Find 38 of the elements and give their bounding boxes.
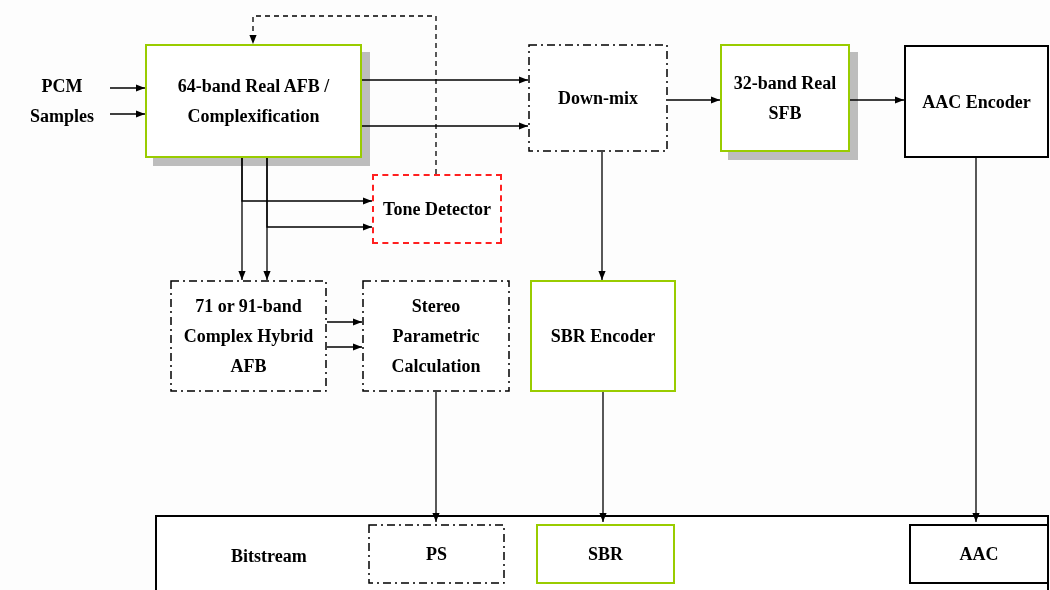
bitstream-field-box	[536, 524, 675, 584]
arrow	[263, 157, 271, 281]
arrow	[849, 96, 905, 104]
box-label: AAC Encoder	[921, 90, 1032, 114]
box-label: SBR Encoder	[549, 325, 657, 348]
arrow	[667, 96, 721, 104]
box-label: 32-band Real SFB	[732, 72, 838, 125]
arrow	[598, 151, 606, 281]
arrow	[361, 122, 529, 130]
arrow	[326, 343, 363, 351]
detector-box	[372, 174, 502, 244]
bitstream-band	[155, 515, 1049, 590]
arrow	[109, 110, 146, 118]
process-box	[170, 280, 327, 392]
process-box	[528, 44, 668, 152]
box-label: SBR	[587, 543, 624, 566]
process-box	[904, 45, 1049, 158]
arrow	[972, 157, 980, 523]
box-label: 71 or 91-band Complex Hybrid AFB	[182, 295, 315, 378]
box-label: PS	[425, 543, 448, 566]
process-box	[362, 280, 510, 392]
box-label: Stereo Parametric Calculation	[390, 295, 482, 378]
process-box	[530, 280, 676, 392]
arrow	[109, 84, 146, 92]
arrow	[326, 318, 363, 326]
bitstream-field-box	[909, 524, 1049, 584]
arrow	[238, 157, 246, 281]
arrow	[361, 76, 529, 84]
box-label: AAC	[958, 543, 1000, 566]
arrow	[599, 391, 607, 523]
band-label: Bitstream	[230, 545, 308, 568]
box-label: PCM Samples	[29, 75, 95, 128]
arrow	[249, 15, 437, 175]
arrow	[432, 391, 440, 523]
bitstream-field-box	[368, 524, 505, 584]
box-label: Down-mix	[557, 87, 639, 110]
box-label: 64-band Real AFB / Complexification	[176, 75, 331, 128]
box-label: Tone Detector	[382, 198, 492, 221]
